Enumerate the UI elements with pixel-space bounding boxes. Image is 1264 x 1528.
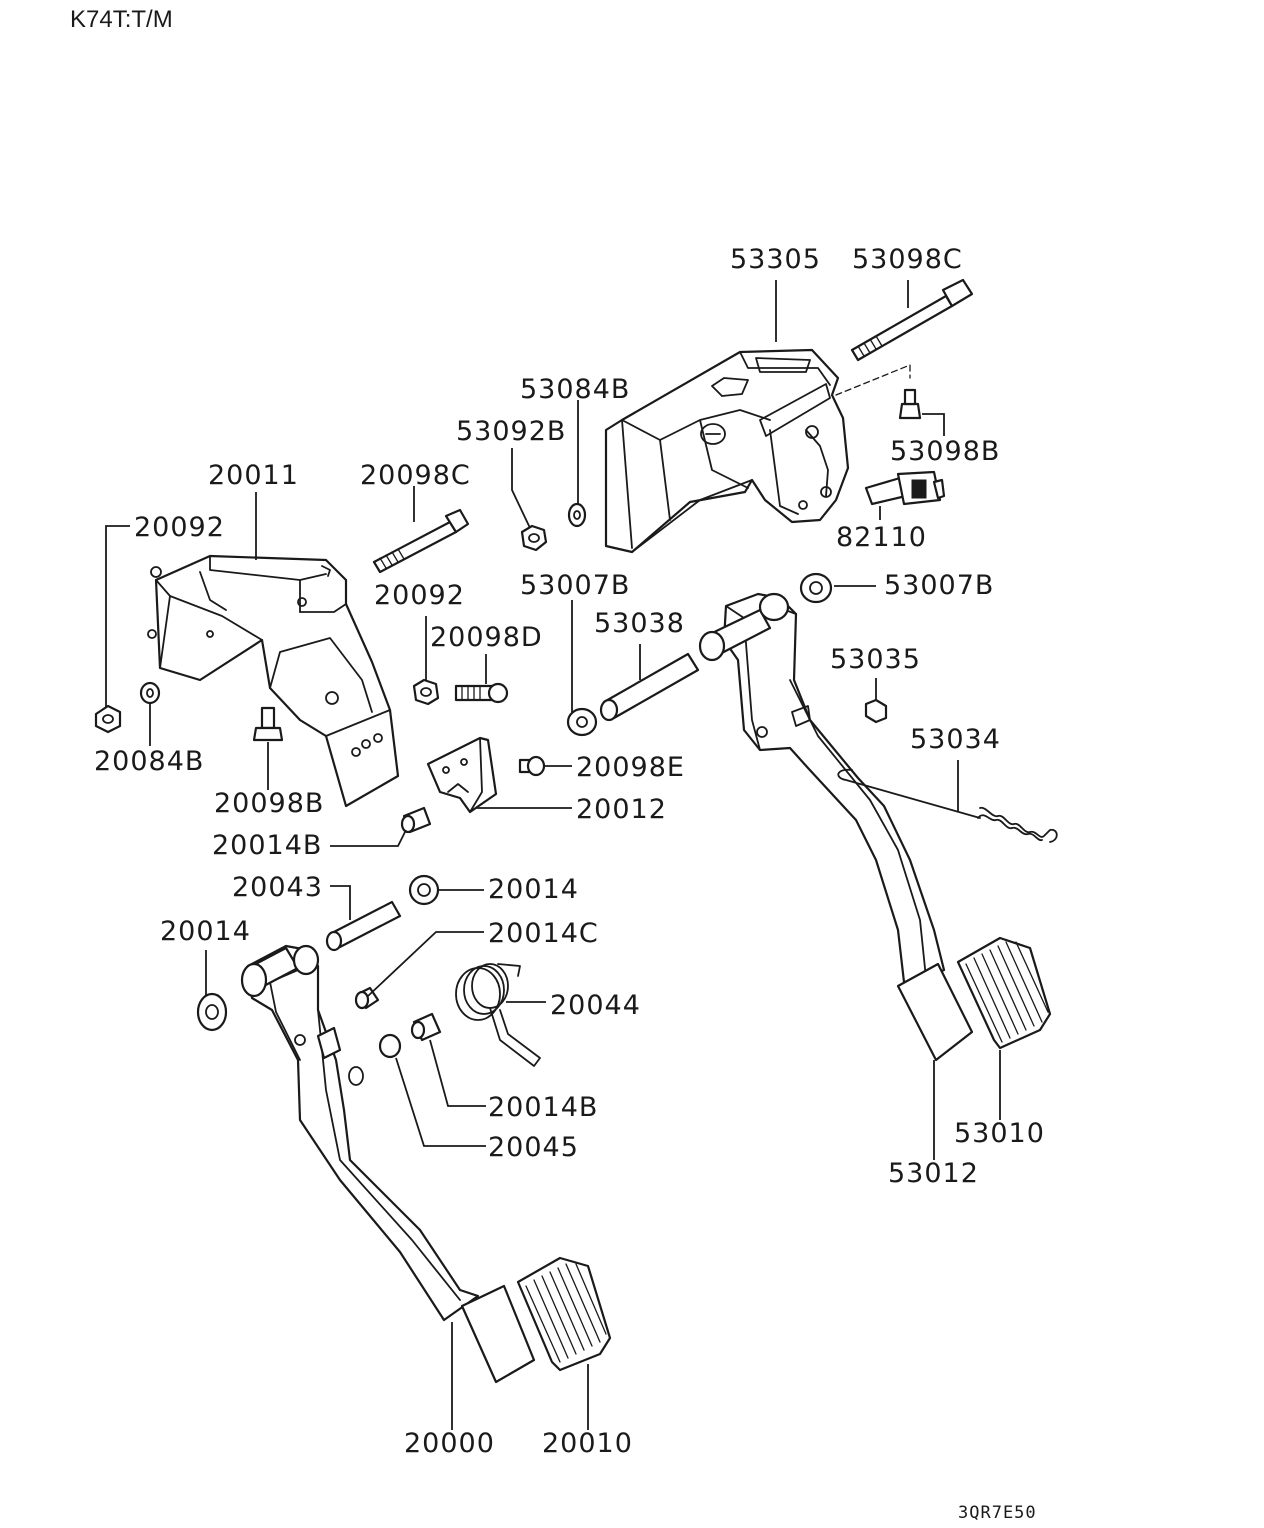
part-label: 53035 <box>830 644 921 675</box>
part-label: 20014 <box>488 874 579 905</box>
part-label: 20014B <box>212 830 322 861</box>
bolt-53098b <box>898 388 922 420</box>
part-label: 20012 <box>576 794 667 825</box>
bush-20014b-upper <box>400 806 432 834</box>
part-label: 20045 <box>488 1132 579 1163</box>
part-label: 20044 <box>550 990 641 1021</box>
brake-pedal-arm-53012 <box>698 592 974 1062</box>
part-label: 20098D <box>430 622 543 653</box>
bush-20014-left <box>196 992 228 1032</box>
part-label: 82110 <box>836 522 927 553</box>
part-label: 20043 <box>232 872 323 903</box>
clutch-pedal-arm-20000 <box>240 944 536 1384</box>
part-label: 20092 <box>134 512 225 543</box>
part-label: 20014B <box>488 1092 598 1123</box>
model-code: K74T:T/M <box>70 6 173 33</box>
part-label: 53038 <box>594 608 685 639</box>
part-label: 53010 <box>954 1118 1045 1149</box>
part-label: 53034 <box>910 724 1001 755</box>
part-label: 53007B <box>520 570 630 601</box>
part-label: 53305 <box>730 244 821 275</box>
bush-20014b-lower <box>410 1012 442 1042</box>
part-label: 20014C <box>488 918 599 949</box>
stop-lamp-switch-82110 <box>864 470 946 506</box>
clutch-pedal-pad-20010 <box>516 1256 612 1372</box>
part-labels: 53305 53098C 53084B 53092B 53098B 82110 … <box>94 244 1045 1459</box>
part-label: 53007B <box>884 570 994 601</box>
nut-20092-left <box>94 704 122 734</box>
part-label: 53084B <box>520 374 630 405</box>
drawing-code: 3QR7E50 <box>958 1503 1037 1523</box>
part-label: 20098C <box>360 460 471 491</box>
nut-20092-middle <box>412 678 440 706</box>
part-label: 20014 <box>160 916 251 947</box>
brake-pedal-pad-53010 <box>956 936 1052 1050</box>
washer-20084b <box>139 681 161 705</box>
part-label: 20092 <box>374 580 465 611</box>
brake-pedal-bracket <box>604 348 850 554</box>
part-label: 20098B <box>214 788 324 819</box>
bolt-20098d <box>454 682 509 704</box>
part-label: 53092B <box>456 416 566 447</box>
clutch-pedal-bracket <box>147 554 400 808</box>
washer-53084b <box>567 502 587 528</box>
shaft-53038 <box>599 652 700 722</box>
shaft-20043 <box>325 900 402 952</box>
leader-lines <box>105 280 1001 1430</box>
spring-20044 <box>455 963 541 1067</box>
part-label: 20011 <box>208 460 299 491</box>
ball-20045 <box>378 1033 402 1059</box>
nut-53007b-left <box>566 707 598 737</box>
part-label: 20084B <box>94 746 204 777</box>
bracket-20012 <box>426 736 498 814</box>
part-label: 20010 <box>542 1428 633 1459</box>
part-label: 53098B <box>890 436 1000 467</box>
bush-20014c <box>354 986 380 1010</box>
alignment-line <box>835 364 911 396</box>
part-label: 53012 <box>888 1158 979 1189</box>
bolt-53098c <box>850 278 974 362</box>
stud-20098b <box>252 706 284 742</box>
screw-20098e <box>518 755 546 777</box>
stopper-53035 <box>864 698 888 724</box>
nut-53007b-right <box>799 572 833 604</box>
part-label: 20000 <box>404 1428 495 1459</box>
return-spring-53034 <box>837 768 1058 843</box>
bolt-20098c <box>372 508 470 574</box>
bush-20014-upper <box>408 874 440 906</box>
part-label: 20098E <box>576 752 685 783</box>
nut-53092b <box>520 524 548 552</box>
part-label: 53098C <box>852 244 963 275</box>
